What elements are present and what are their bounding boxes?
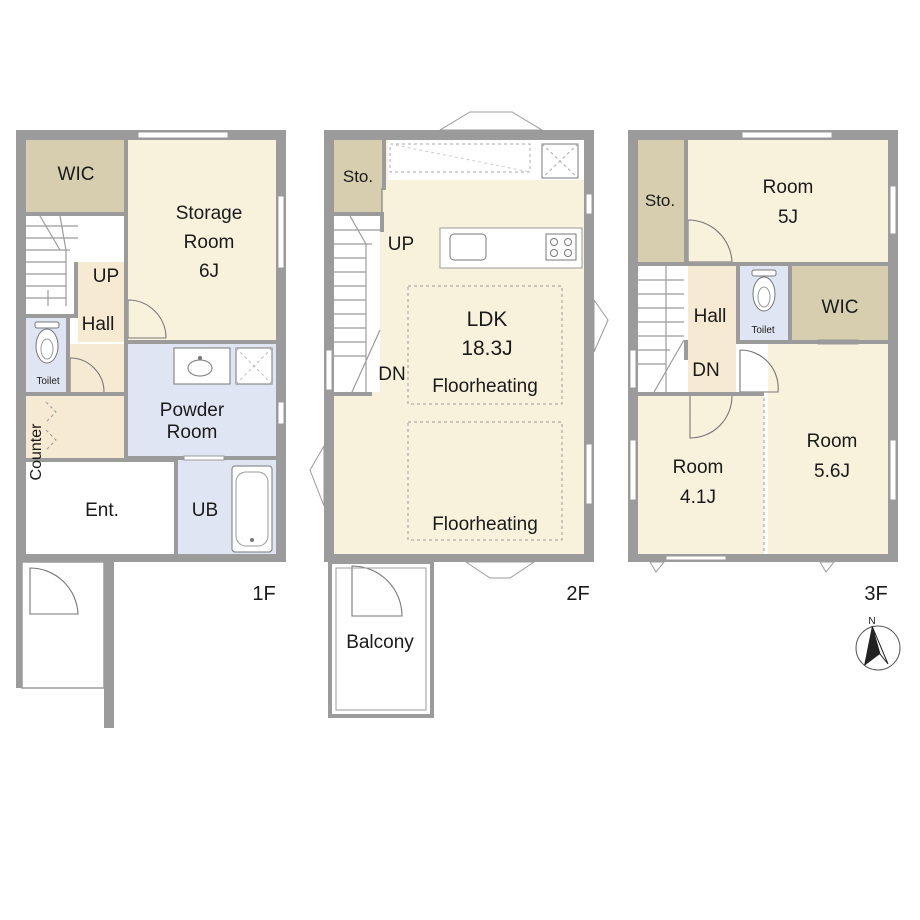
powder-label-line1: Powder — [160, 400, 225, 421]
kitchen-counter-2f — [388, 140, 584, 180]
north-arrow-icon: N — [855, 616, 901, 671]
door-entrance-1f — [29, 567, 79, 615]
room-5j-label-line2: 5J — [778, 207, 798, 228]
toilet-label-1f: Toilet — [36, 376, 60, 387]
storage-3f — [638, 140, 684, 262]
wic-label-3f: WIC — [822, 297, 859, 318]
storage-label-line1: Storage — [176, 203, 243, 224]
room-5-6j-label-line2: 5.6J — [814, 461, 850, 482]
powder-label-line2: Room — [167, 422, 218, 443]
stairs-2f — [334, 216, 380, 392]
stairs-3f — [638, 266, 684, 392]
toilet-fixture-1f — [34, 321, 60, 364]
storage-label-3f: Sto. — [645, 191, 675, 210]
walls-2f — [324, 130, 594, 718]
floor-label-1f: 1F — [252, 583, 275, 605]
balcony-label: Balcony — [346, 632, 414, 653]
ub-label: UB — [192, 500, 218, 521]
up-label-1f: UP — [93, 266, 119, 287]
bathtub-1f — [231, 465, 273, 553]
hall-label-3f: Hall — [694, 306, 727, 327]
storage-label-line3: 6J — [199, 261, 219, 282]
hall-1f — [78, 262, 124, 342]
hall-label-1f: Hall — [82, 314, 115, 335]
room-5j — [688, 140, 888, 262]
compass-letter: N — [868, 616, 875, 627]
stairs-1f — [26, 216, 78, 306]
room-4-1j-label-line1: Room — [673, 457, 724, 478]
hall-lower-1f — [70, 344, 124, 392]
floor-1f: WIC Storage Room 6J UP Hall Toilet Powde… — [16, 130, 286, 728]
ldk-label-line2: 18.3J — [461, 337, 512, 360]
counter-1f — [26, 396, 124, 458]
floorheating-label-2: Floorheating — [432, 514, 538, 535]
door-balcony-2f — [351, 565, 403, 617]
toilet-label-3f: Toilet — [751, 325, 775, 336]
floor-label-2f: 2F — [566, 583, 589, 605]
door-room-4-1j — [689, 395, 733, 439]
wic-3f — [792, 266, 888, 340]
door-room-5j — [687, 219, 733, 263]
staircase-3f — [638, 266, 685, 393]
storage-room-1f — [128, 140, 276, 342]
storage-2f — [334, 140, 382, 212]
floorheating-label-1: Floorheating — [432, 376, 538, 397]
room-4-1j — [638, 396, 764, 554]
counter-label: Counter — [28, 423, 45, 481]
room-5j-label-line1: Room — [763, 177, 814, 198]
floorheating-zone-1 — [407, 285, 563, 405]
storage-label-2f: Sto. — [343, 167, 373, 186]
staircase-2f — [334, 215, 381, 393]
wic-1f — [26, 140, 124, 212]
door-room-5-6j — [739, 349, 779, 393]
room-5-6j-label-line1: Room — [807, 431, 858, 452]
room-5-6j — [768, 344, 888, 554]
laundry-pan-1f — [235, 347, 273, 385]
hall-3f — [688, 266, 736, 392]
floor-3f: Sto. Room 5J Hall DN Toilet WIC Room 4.1… — [628, 130, 898, 605]
ldk-label-line1: LDK — [467, 308, 508, 331]
room-4-1j-label-line2: 4.1J — [680, 487, 716, 508]
washbasin-1f — [173, 347, 231, 385]
dn-label-2f: DN — [378, 364, 405, 385]
door-toilet-1f — [69, 357, 105, 393]
dn-label-3f: DN — [692, 360, 719, 381]
wic-label-1f: WIC — [58, 164, 95, 185]
entrance-label: Ent. — [85, 500, 119, 521]
storage-label-line2: Room — [184, 232, 235, 253]
floor-label-3f: 3F — [864, 583, 887, 605]
staircase-1f — [26, 215, 78, 306]
up-label-2f: UP — [388, 234, 414, 255]
floor-2f: Sto. UP DN LDK 18.3J Floorheating Floorh… — [309, 111, 609, 718]
floorheating-zone-2 — [407, 421, 563, 541]
kitchen-island-2f — [439, 227, 583, 269]
toilet-fixture-3f — [751, 269, 777, 312]
